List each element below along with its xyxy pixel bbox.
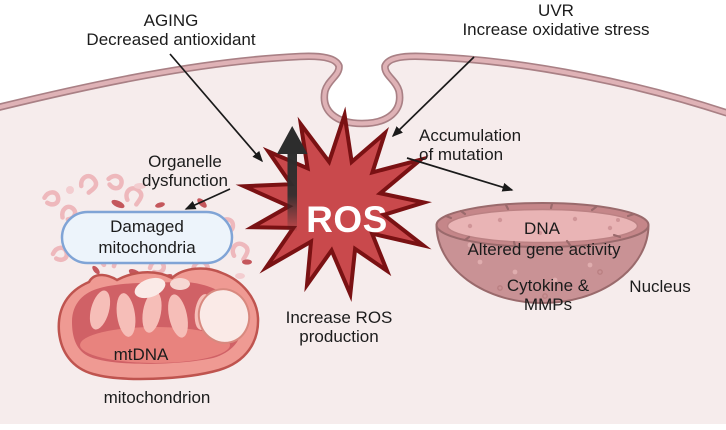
nucleus-illustration	[435, 202, 650, 304]
ros-production-label: Increase ROS production	[286, 308, 393, 346]
nucleus-body-dots	[467, 242, 615, 299]
mitochondrion-pale-patch	[134, 277, 166, 299]
uvr-arrow	[391, 56, 475, 138]
nucleus-inner-surface	[446, 208, 639, 244]
dna-label: DNA	[524, 219, 560, 238]
uvr-line1: UVR	[538, 1, 574, 20]
accumulation-line2: of mutation	[419, 145, 504, 164]
nucleus-pore-notches	[444, 202, 636, 248]
damaged-line1: Damaged	[110, 217, 184, 236]
ros-production-line1: Increase ROS	[285, 308, 393, 327]
altered-gene-label: Altered gene activity	[467, 240, 621, 259]
aging-line1: AGING	[143, 11, 199, 30]
cytokine-label: Cytokine & MMPs	[507, 276, 589, 314]
cytokine-line2: MMPs	[523, 295, 573, 314]
damaged-line2: mitochondria	[98, 238, 196, 257]
nucleus-label: Nucleus	[629, 277, 691, 296]
pointer-arrows	[169, 53, 514, 210]
uvr-line2: Increase oxidative stress	[462, 20, 650, 39]
damaged-mitochondria-capsule	[60, 210, 234, 265]
accumulation-arrow	[406, 157, 514, 192]
mitochondrion-matrix-band	[80, 327, 230, 363]
organelle-dysfunction-label: Organelle dysfunction	[142, 152, 228, 190]
damaged-mitochondria-label: Damaged mitochondria	[98, 216, 195, 258]
mitochondrion-illustration	[57, 267, 260, 381]
ros-starburst	[235, 106, 432, 303]
ros-up-arrow	[277, 126, 308, 231]
mitochondrion-pale-patch2	[170, 278, 190, 290]
aging-label: AGING Decreased antioxidant	[86, 11, 255, 49]
ros-label: ROS	[306, 199, 388, 240]
mitochondrion-pale-lobe	[197, 288, 251, 344]
ros-production-line2: production	[299, 327, 379, 346]
aging-arrow	[169, 53, 263, 163]
cell-membrane-band	[0, 54, 726, 126]
cytokine-line1: Cytokine &	[506, 276, 590, 295]
mtdna-label: mtDNA	[113, 345, 169, 364]
accumulation-line1: Accumulation	[419, 126, 522, 145]
nucleus-inner-dots	[467, 216, 620, 236]
organelle-line2: dysfunction	[142, 171, 228, 190]
uvr-label: UVR Increase oxidative stress	[462, 1, 649, 39]
organelle-arrow	[184, 188, 231, 210]
accumulation-label: Accumulation of mutation	[419, 126, 521, 164]
aging-line2: Decreased antioxidant	[86, 30, 256, 49]
organelle-line1: Organelle	[148, 152, 222, 171]
mitochondrion-label: mitochondrion	[103, 388, 211, 407]
